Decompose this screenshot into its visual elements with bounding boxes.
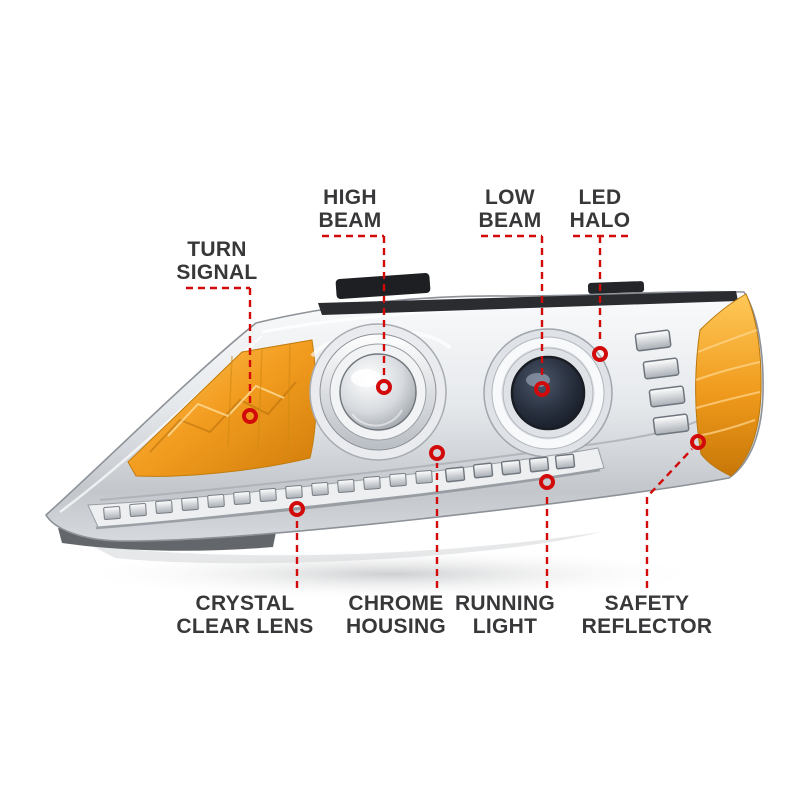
label-chrome-housing: CHROME HOUSING bbox=[345, 592, 447, 638]
led-square bbox=[444, 466, 466, 483]
side-led-stack bbox=[634, 329, 690, 436]
callout-marker-low-beam bbox=[534, 381, 550, 397]
label-crystal-clear-lens: CRYSTAL CLEAR LENS bbox=[176, 592, 314, 638]
callout-line-low-beam bbox=[481, 234, 544, 379]
led-square bbox=[634, 329, 672, 352]
led-square bbox=[415, 470, 433, 484]
label-low-beam: LOW BEAM bbox=[478, 186, 542, 232]
callout-marker-high-beam bbox=[376, 379, 392, 395]
top-mounting-strip bbox=[318, 273, 738, 315]
bottom-led-strip bbox=[87, 447, 605, 528]
led-square bbox=[500, 459, 522, 476]
callout-line-safety-reflector bbox=[645, 448, 693, 588]
callout-marker-crystal-clear-lens bbox=[289, 501, 305, 517]
callout-marker-led-halo bbox=[592, 346, 608, 362]
led-square bbox=[311, 482, 329, 496]
callout-line-led-halo bbox=[573, 234, 628, 344]
led-square bbox=[363, 476, 381, 490]
label-running-light: RUNNING LIGHT bbox=[454, 592, 556, 638]
led-square bbox=[233, 491, 251, 505]
high-beam-projector bbox=[309, 323, 452, 461]
reflection-shadow bbox=[70, 532, 710, 600]
led-square bbox=[648, 385, 686, 408]
callout-marker-turn-signal bbox=[242, 408, 258, 424]
led-square bbox=[103, 506, 121, 520]
callout-line-turn-signal bbox=[186, 286, 252, 406]
led-square bbox=[285, 485, 303, 499]
running-light-led-cluster bbox=[444, 453, 576, 483]
led-square bbox=[652, 413, 690, 436]
callout-marker-running-light bbox=[539, 474, 555, 490]
led-square bbox=[472, 462, 494, 479]
callout-marker-chrome-housing bbox=[429, 445, 445, 461]
callout-markers bbox=[242, 346, 706, 517]
led-square bbox=[129, 503, 147, 517]
label-led-halo: LED HALO bbox=[569, 186, 631, 232]
led-halo-ring bbox=[492, 337, 604, 449]
callout-line-high-beam bbox=[322, 234, 386, 377]
safety-reflector-lens bbox=[695, 293, 762, 477]
led-square bbox=[259, 488, 277, 502]
crystal-lens-led-row bbox=[103, 470, 433, 520]
callout-marker-safety-reflector bbox=[690, 434, 706, 450]
label-turn-signal: TURN SIGNAL bbox=[176, 238, 258, 284]
callout-lines bbox=[186, 234, 693, 588]
label-high-beam: HIGH BEAM bbox=[318, 186, 382, 232]
led-square bbox=[337, 479, 355, 493]
led-square bbox=[155, 500, 173, 514]
led-square bbox=[528, 456, 550, 473]
led-square bbox=[181, 497, 199, 511]
led-square bbox=[389, 473, 407, 487]
led-square bbox=[207, 494, 225, 508]
led-square bbox=[642, 357, 680, 380]
led-square bbox=[554, 453, 576, 470]
label-safety-reflector: SAFETY REFLECTOR bbox=[581, 592, 713, 638]
